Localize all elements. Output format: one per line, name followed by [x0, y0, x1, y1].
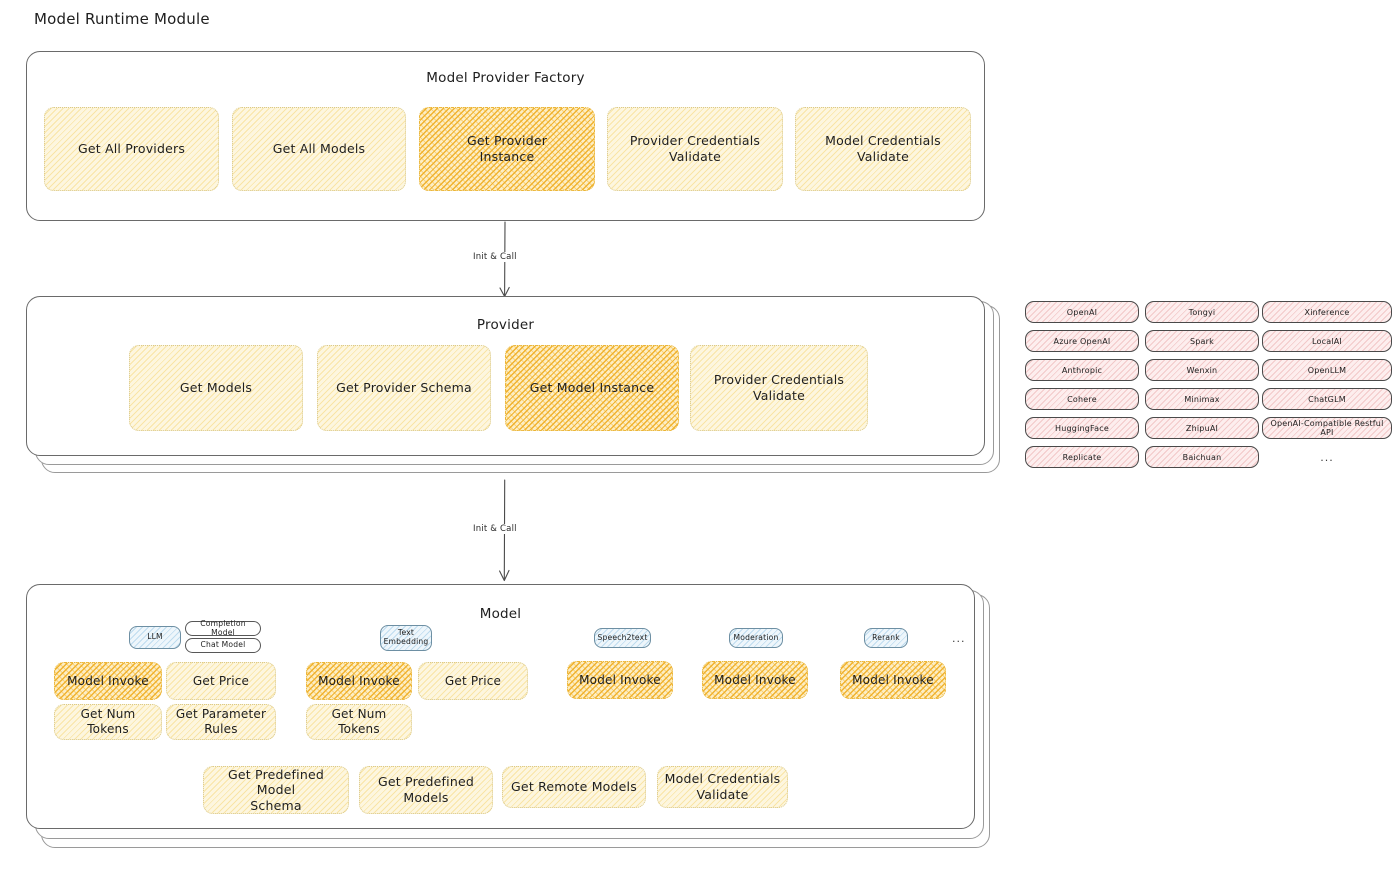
provider-pill-spark[interactable]: Spark [1145, 330, 1259, 352]
factory-method-get-all-providers[interactable]: Get All Providers [44, 107, 219, 191]
provider-pill-zhipuai[interactable]: ZhipuAI [1145, 417, 1259, 439]
model-type-badge-llm[interactable]: LLM [129, 626, 181, 649]
page-title: Model Runtime Module [34, 10, 210, 28]
model-llm-method-model-invoke[interactable]: Model Invoke [54, 662, 162, 700]
provider-pill-localai[interactable]: LocalAI [1262, 330, 1392, 352]
model-common-method-get-remote-models[interactable]: Get Remote Models [502, 766, 646, 808]
provider-pill-baichuan[interactable]: Baichuan [1145, 446, 1259, 468]
model-type-badge-speech2text[interactable]: Speech2text [594, 628, 651, 648]
model-llm-method-get-num-tokens[interactable]: Get Num Tokens [54, 704, 162, 740]
model-types-ellipsis: ... [952, 632, 966, 645]
model-rerank-method-model-invoke[interactable]: Model Invoke [840, 661, 946, 699]
provider-list-ellipsis: ... [1320, 450, 1334, 464]
model-subtype-badge-chat-model[interactable]: Chat Model [185, 638, 261, 653]
arrow-factory-to-provider-label: Init & Call [470, 252, 520, 262]
provider-pill-tongyi[interactable]: Tongyi [1145, 301, 1259, 323]
model-type-badge-rerank[interactable]: Rerank [864, 628, 908, 648]
model-llm-method-get-price[interactable]: Get Price [166, 662, 276, 700]
provider-pill-xinference[interactable]: Xinference [1262, 301, 1392, 323]
provider-pill-minimax[interactable]: Minimax [1145, 388, 1259, 410]
model-title: Model [479, 606, 522, 622]
model-text-embedding-method-get-price[interactable]: Get Price [418, 662, 528, 700]
model-provider-factory-title: Model Provider Factory [426, 70, 585, 86]
provider-method-get-model-instance[interactable]: Get Model Instance [505, 345, 679, 431]
arrow-provider-to-model-label: Init & Call [470, 524, 520, 534]
model-subtype-badge-completion-model[interactable]: Completion Model [185, 619, 261, 636]
model-speech2text-method-model-invoke[interactable]: Model Invoke [567, 661, 673, 699]
provider-pill-replicate[interactable]: Replicate [1025, 446, 1139, 468]
provider-pill-openllm[interactable]: OpenLLM [1262, 359, 1392, 381]
provider-pill-wenxin[interactable]: Wenxin [1145, 359, 1259, 381]
model-text-embedding-method-get-num-tokens[interactable]: Get Num Tokens [306, 704, 412, 740]
provider-pill-cohere[interactable]: Cohere [1025, 388, 1139, 410]
provider-pill-azure-openai[interactable]: Azure OpenAI [1025, 330, 1139, 352]
provider-pill-chatglm[interactable]: ChatGLM [1262, 388, 1392, 410]
provider-pill-openai[interactable]: OpenAI [1025, 301, 1139, 323]
provider-title: Provider [476, 317, 535, 333]
factory-method-get-all-models[interactable]: Get All Models [232, 107, 406, 191]
provider-pill-huggingface[interactable]: HuggingFace [1025, 417, 1139, 439]
provider-pill-anthropic[interactable]: Anthropic [1025, 359, 1139, 381]
model-type-badge-moderation[interactable]: Moderation [729, 628, 783, 648]
provider-method-get-models[interactable]: Get Models [129, 345, 303, 431]
model-moderation-method-model-invoke[interactable]: Model Invoke [702, 661, 808, 699]
provider-method-get-provider-schema[interactable]: Get Provider Schema [317, 345, 491, 431]
model-text-embedding-method-model-invoke[interactable]: Model Invoke [306, 662, 412, 700]
provider-pill-openai-compatible-restful-api[interactable]: OpenAI-Compatible Restful API [1262, 417, 1392, 439]
